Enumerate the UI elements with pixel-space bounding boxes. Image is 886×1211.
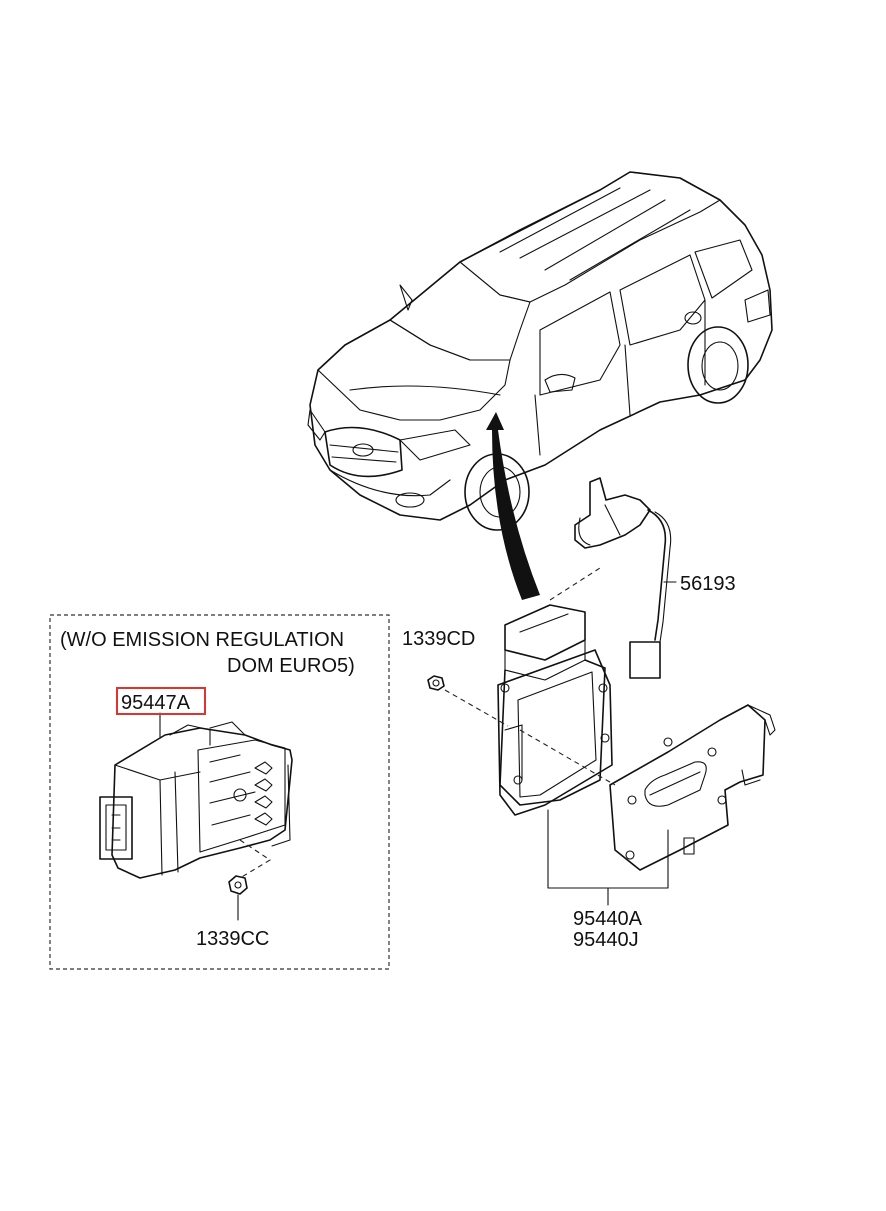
part-highlight-box: [116, 687, 206, 715]
note-line-1: (W/O EMISSION REGULATION: [60, 629, 344, 651]
ecu-module-95447A: [99, 721, 293, 879]
mounting-bracket: [609, 704, 776, 871]
label-1339CD[interactable]: 1339CD: [402, 628, 475, 650]
label-1339CC[interactable]: 1339CC: [196, 928, 269, 950]
inset-box: [49, 614, 390, 970]
ecu-connector-56193: [574, 477, 672, 679]
vehicle-illustration: [307, 171, 773, 531]
label-56193[interactable]: 56193: [680, 573, 736, 595]
nut-1339CD: [427, 675, 445, 691]
label-95447A[interactable]: 95447A: [121, 692, 191, 714]
leader-lines-inset: [159, 712, 272, 921]
label-95440J[interactable]: 95440J: [573, 929, 639, 951]
nut-1339CC: [228, 875, 248, 895]
note-line-2: DOM EURO5): [227, 655, 355, 677]
location-arrow: [486, 412, 540, 600]
ecu-module-95440A: [497, 604, 613, 816]
leader-lines-main: [444, 567, 677, 906]
label-95440A[interactable]: 95440A: [573, 908, 643, 930]
